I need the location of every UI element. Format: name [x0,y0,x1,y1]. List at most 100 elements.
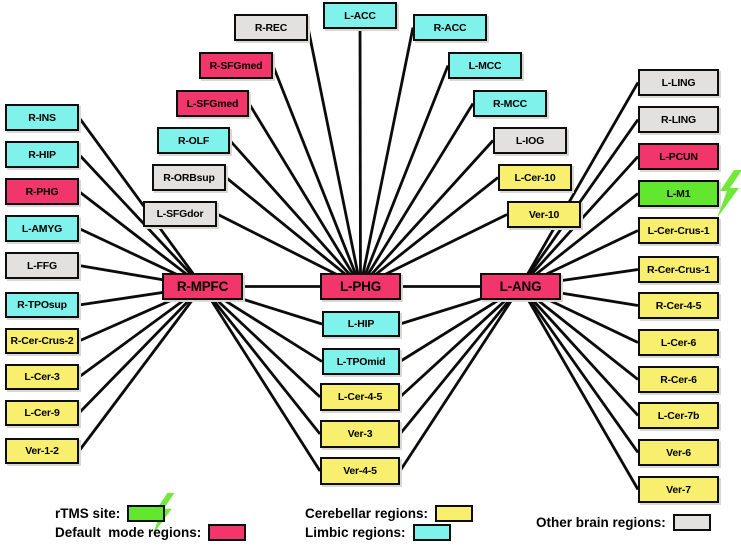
node-label: R-ACC [433,21,467,34]
legend-limbic-swatch [412,524,451,541]
legend-cerebellar-swatch [435,505,474,522]
node-label: L-AMYG [21,222,63,235]
edge-l-ang-l-cer-4-5 [399,285,522,399]
node-label: R-TPOsup [17,299,67,311]
edge-l-ang-ver-6 [519,285,640,454]
node-label: L-Cer-7b [657,409,700,422]
node-l-m1: L-M1 [638,180,719,207]
edge-r-mpfc-l-cer-3 [78,285,204,379]
node-label: L-Cer-4-5 [337,391,383,403]
node-l-sfgmed: L-SFGmed [176,90,249,117]
node-ver-7: Ver-7 [638,476,719,503]
edge-l-ang-l-m1 [519,192,639,288]
node-r-ling: R-LING [638,106,719,133]
node-label: Ver-1-2 [25,445,59,457]
node-l-acc: L-ACC [323,2,397,29]
edge-l-phg-l-sfgmed [247,102,362,288]
node-label: R-LING [661,113,696,126]
edge-r-mpfc-r-hip [77,153,204,288]
node-r-cer-crus-1: R-Cer-Crus-1 [638,256,719,283]
edge-r-mpfc-l-cer-4-5 [201,285,321,399]
node-label: R-Cer-6 [660,373,697,386]
bolt-shape [717,170,741,218]
node-label: L-Cer-10 [514,171,556,184]
node-ver-10: Ver-10 [507,201,581,228]
edge-l-phg-r-rec [306,27,362,287]
node-r-mpfc: R-MPFC [162,273,243,300]
edge-l-ang-ver-4-5 [398,285,522,472]
edge-l-ang-l-cer-7b [519,285,640,417]
node-label: R-INS [28,111,56,124]
node-label: L-HIP [347,318,375,330]
legend-other-label: Other brain regions: [536,515,666,530]
edge-r-mpfc-r-ins [77,116,204,288]
node-l-cer-7b: L-Cer-7b [638,402,719,429]
node-label: L-Cer-6 [660,336,697,349]
node-ver-6: Ver-6 [638,439,719,466]
node-label: L-Cer-Crus-1 [647,224,710,237]
node-l-cer-6: L-Cer-6 [638,329,719,356]
node-label: L-M1 [666,187,691,200]
legend-cerebellar-label: Cerebellar regions: [305,506,429,521]
node-l-pcun: L-PCUN [638,143,719,170]
node-label: Ver-4-5 [343,465,377,477]
edge-r-mpfc-ver-3 [201,285,322,435]
node-r-rec: R-REC [234,14,308,41]
edge-r-mpfc-l-cer-9 [77,285,204,414]
node-r-mcc: R-MCC [473,90,547,117]
node-label: L-MCC [468,59,502,72]
edge-r-mpfc-r-phg [78,190,204,288]
node-label: L-Cer-3 [24,371,60,383]
node-l-ang: L-ANG [480,273,561,300]
edge-l-ang-ver-3 [398,285,522,435]
node-r-orbsup: R-ORBsup [152,164,226,191]
node-label: Ver-6 [666,446,691,459]
node-label: R-Cer-Crus-1 [647,263,710,276]
node-label: R-PHG [25,185,59,198]
node-label: Ver-7 [666,483,691,496]
node-label: L-SFGdor [156,208,204,220]
node-r-hip: R-HIP [5,141,79,168]
legend-dmn-label: Default mode regions: [55,525,202,540]
node-label: L-PHG [340,279,381,294]
edge-l-phg-r-olf [228,139,362,288]
node-label: L-PCUN [659,150,698,163]
node-r-tposup: R-TPOsup [5,292,79,318]
node-r-cer-crus-2: R-Cer-Crus-2 [5,328,79,354]
node-l-iog: L-IOG [493,127,567,154]
node-l-hip: L-HIP [322,311,400,337]
node-ver-3: Ver-3 [320,420,400,448]
node-l-cer-10: L-Cer-10 [498,164,572,191]
node-label: R-MCC [493,97,527,110]
node-l-ling: L-LING [638,69,719,96]
edge-l-phg-r-acc [359,27,415,287]
node-l-cer-9: L-Cer-9 [5,400,79,426]
node-l-tpomid: L-TPOmid [322,348,400,375]
edge-l-phg-l-cer-10 [359,176,499,288]
node-r-phg: R-PHG [5,178,79,205]
legend-default-mode: Default mode regions: [55,524,247,541]
node-l-sfgdor: L-SFGdor [143,201,217,227]
node-ver-4-5: Ver-4-5 [320,457,400,485]
node-label: R-OLF [177,134,210,147]
legend-dmn-swatch [208,524,247,541]
edge-r-mpfc-ver-4-5 [201,285,322,472]
node-label: L-LING [661,76,696,89]
node-label: R-Cer-Crus-2 [10,335,74,347]
node-label: R-SFGmed [209,59,263,72]
node-l-phg: L-PHG [320,273,401,300]
node-label: L-IOG [515,134,545,147]
node-l-cer-crus-1: L-Cer-Crus-1 [638,217,719,244]
node-label: L-FFG [27,259,57,272]
node-ver-1-2: Ver-1-2 [5,438,79,464]
edge-l-phg-r-sfgmed [271,64,362,288]
node-label: R-MPFC [176,279,229,294]
edge-l-ang-ver-7 [519,285,640,491]
node-label: L-SFGmed [186,97,239,110]
edge-l-phg-l-iog [359,139,495,288]
edge-l-ang-l-ling [519,81,640,288]
node-r-sfgmed: R-SFGmed [199,52,273,79]
node-r-acc: R-ACC [413,14,487,41]
legend-cerebellar: Cerebellar regions: [305,505,474,522]
